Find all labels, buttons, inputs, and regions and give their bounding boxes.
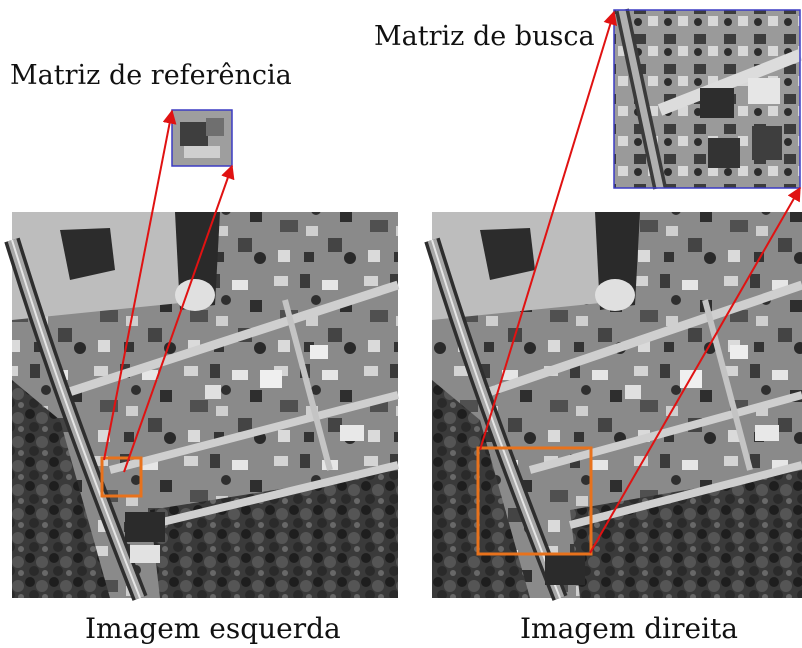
arrow-reference-left xyxy=(103,109,177,461)
search-matrix-inset xyxy=(613,8,802,190)
reference-matrix-label: Matriz de referência xyxy=(10,60,292,91)
arrow-reference-right xyxy=(123,164,235,473)
right-aerial-image xyxy=(424,212,802,601)
arrow-search-right xyxy=(589,186,801,554)
search-window xyxy=(476,446,593,556)
reference-matrix-inset xyxy=(171,109,233,167)
reference-window xyxy=(100,456,143,498)
left-aerial-image xyxy=(4,212,400,601)
search-matrix-label: Matriz de busca xyxy=(374,21,595,52)
arrow-search-left xyxy=(479,10,618,451)
right-image-caption: Imagem direita xyxy=(520,612,738,645)
left-image-caption: Imagem esquerda xyxy=(85,612,341,645)
